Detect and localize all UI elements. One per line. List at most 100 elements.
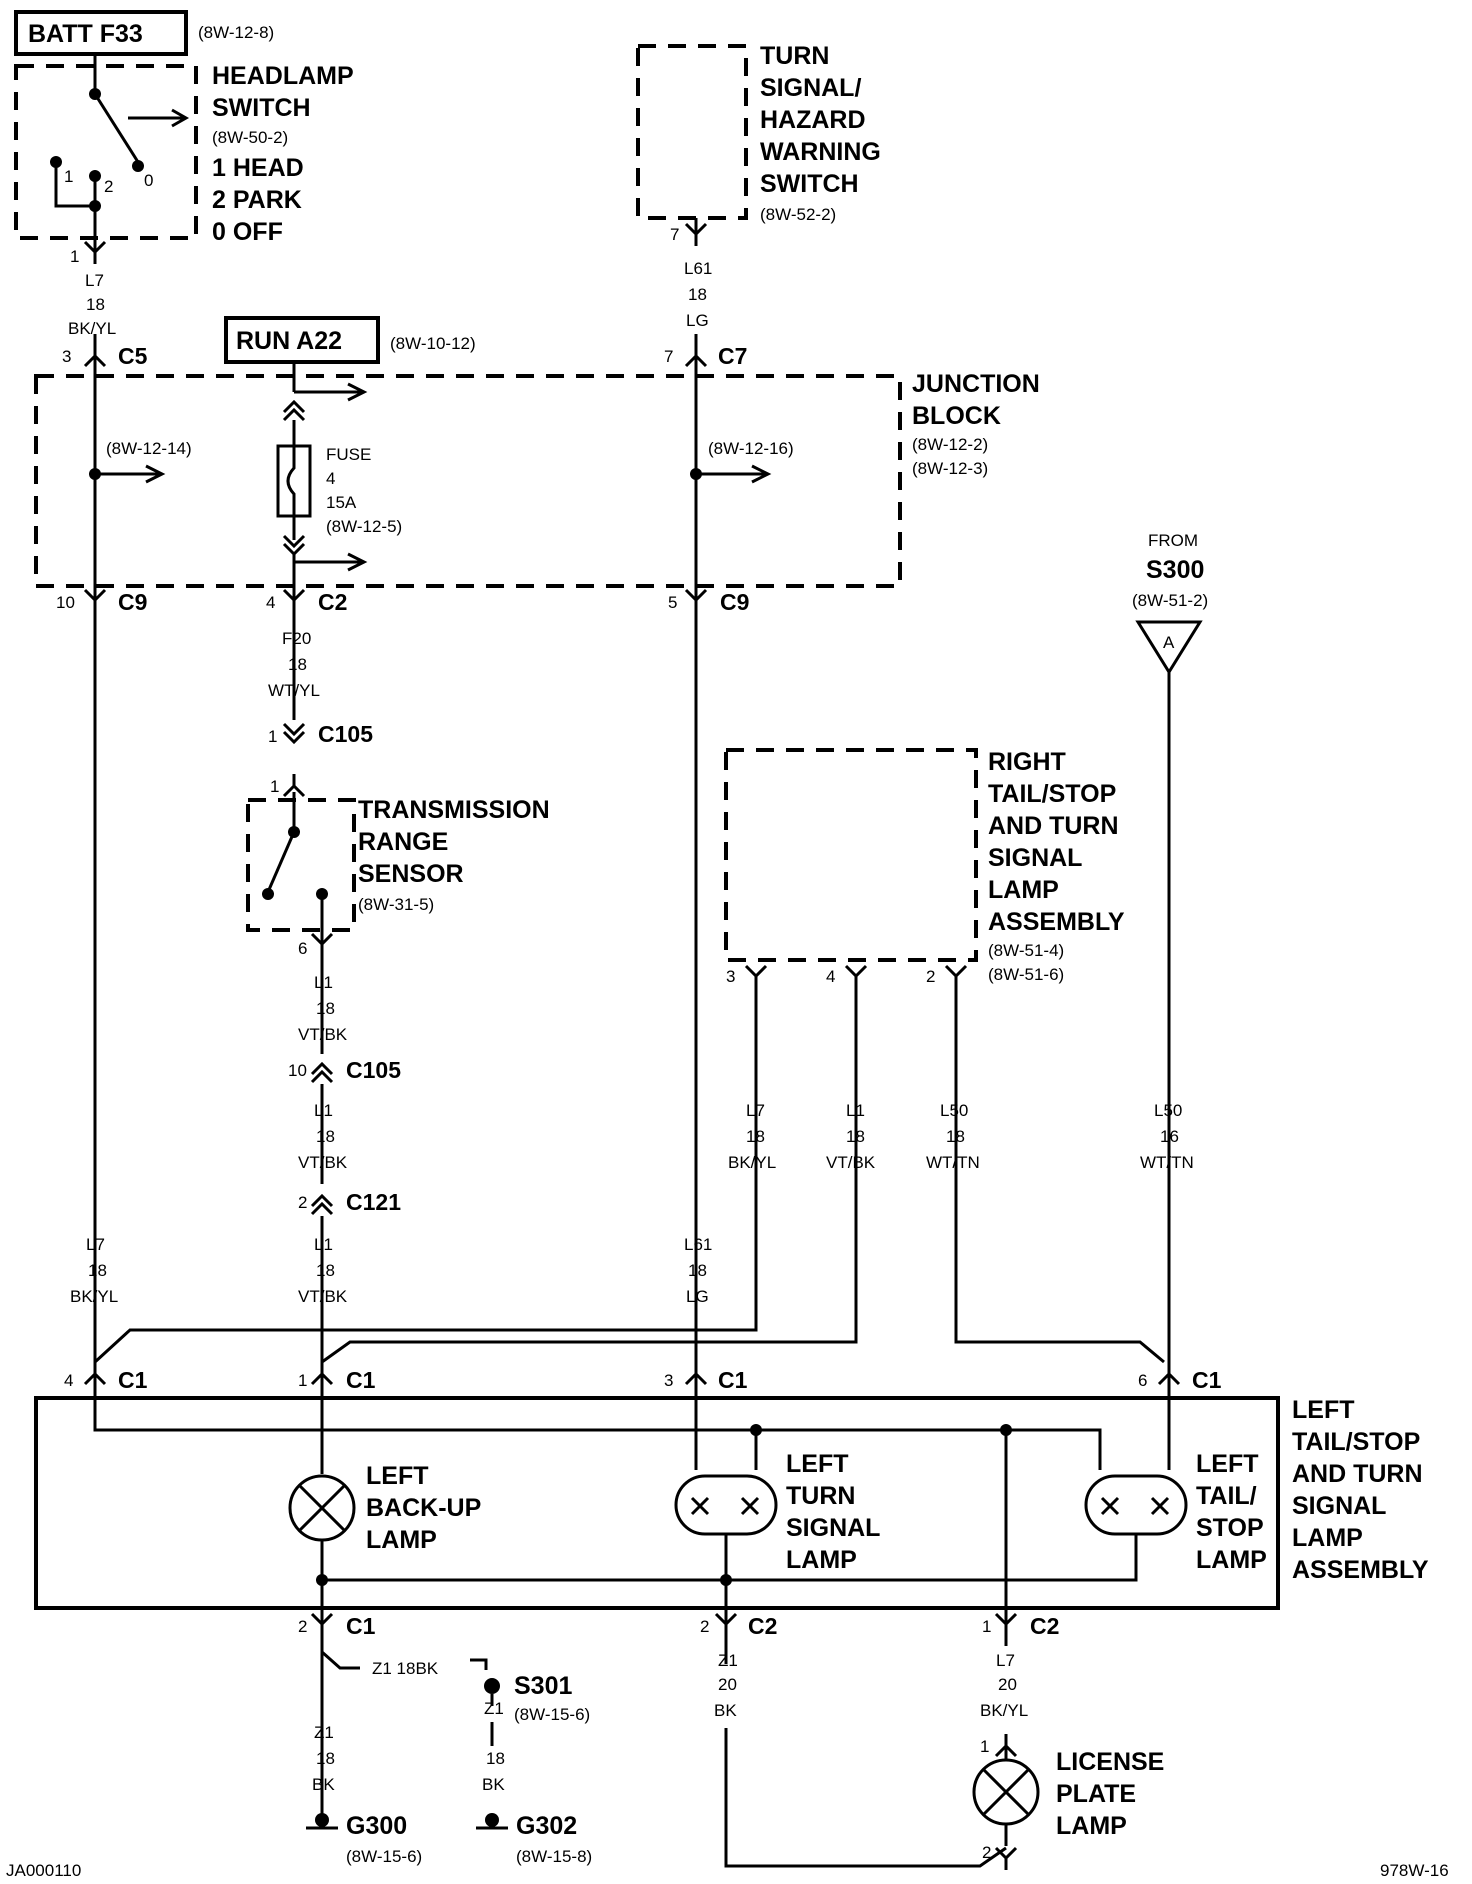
turn-label-2: TURN — [786, 1482, 855, 1510]
wire-l7left-1: L7 — [86, 1235, 105, 1254]
wire-s300-2: 16 — [1160, 1127, 1179, 1146]
footer-right: 978W-16 — [1380, 1861, 1449, 1880]
conn-c105a: C105 — [318, 721, 373, 747]
wire-l7lic-3: BK/YL — [980, 1701, 1028, 1720]
pin-c105b: 10 — [288, 1061, 307, 1080]
bu-label-3: LAMP — [366, 1526, 437, 1554]
ts-label-2: SIGNAL/ — [760, 74, 861, 102]
conn-c105b: C105 — [346, 1057, 401, 1083]
ts-label-4: WARNING — [760, 138, 881, 166]
ra-label-1: RIGHT — [988, 748, 1066, 776]
wire-l1a-1: L1 — [314, 973, 333, 992]
headlamp-switch: 1 2 0 — [14, 54, 198, 252]
ts-label-1: TURN — [760, 42, 829, 70]
s301-ref: (8W-15-6) — [514, 1705, 590, 1724]
run-a22-label: RUN A22 — [236, 327, 342, 355]
wire-z1s301-3: BK — [482, 1775, 505, 1794]
pin-c105a: 1 — [268, 727, 277, 746]
hs-ref: (8W-50-2) — [212, 128, 288, 147]
wire-z1mid-1: Z1 — [718, 1651, 738, 1670]
tail-label-4: LAMP — [1196, 1546, 1267, 1574]
conn-c2jb: C2 — [318, 589, 347, 615]
g300-ref: (8W-15-6) — [346, 1847, 422, 1866]
jb-label-2: BLOCK — [912, 402, 1001, 430]
wire-l1c-3: VT/BK — [298, 1287, 348, 1306]
la-label-1: LEFT — [1292, 1396, 1355, 1424]
wire-ts-3: LG — [686, 311, 709, 330]
ra-ref-1: (8W-51-4) — [988, 941, 1064, 960]
wire-rl7-3: BK/YL — [728, 1153, 776, 1172]
batt-f33-box: BATT F33 — [14, 10, 188, 56]
wire-rl1-2: 18 — [846, 1127, 865, 1146]
g302-name: G302 — [516, 1812, 577, 1840]
hs-pos-off: 0 OFF — [212, 218, 283, 246]
ts-label-5: SWITCH — [760, 170, 859, 198]
wire-l7lic-2: 20 — [998, 1675, 1017, 1694]
wire-rl50-2: 18 — [946, 1127, 965, 1146]
pin-lic-in: 1 — [980, 1737, 989, 1756]
trs-ref: (8W-31-5) — [358, 895, 434, 914]
bu-label-1: LEFT — [366, 1462, 429, 1490]
wire-z1g300-3: BK — [312, 1775, 335, 1794]
g300-name: G300 — [346, 1812, 407, 1840]
run-ref: (8W-10-12) — [390, 334, 476, 353]
tail-label-2: TAIL/ — [1196, 1482, 1257, 1510]
conn-c9b: C9 — [720, 589, 749, 615]
jb-ref-right: (8W-12-16) — [708, 439, 794, 458]
s300-from: FROM — [1148, 531, 1198, 550]
pin-c5: 3 — [62, 347, 71, 366]
fuse-line-1: FUSE — [326, 445, 371, 464]
ra-label-5: LAMP — [988, 876, 1059, 904]
wire-l7left-2: 18 — [88, 1261, 107, 1280]
bu-label-2: BACK-UP — [366, 1494, 481, 1522]
pin-c2bot2: 1 — [982, 1617, 991, 1636]
wire-z1g300-1: Z1 — [314, 1723, 334, 1742]
s300-ref: (8W-51-2) — [1132, 591, 1208, 610]
ra-label-6: ASSEMBLY — [988, 908, 1125, 936]
right-tail-stop-assembly — [724, 748, 978, 962]
pin-c1a: 4 — [64, 1371, 73, 1390]
wire-z1mid-2: 20 — [718, 1675, 737, 1694]
wire-rl50-1: L50 — [940, 1101, 968, 1120]
wire-l1b-3: VT/BK — [298, 1153, 348, 1172]
hs-label-2: SWITCH — [212, 94, 311, 122]
wire-f20-2: 18 — [288, 655, 307, 674]
s300-name: S300 — [1146, 556, 1204, 584]
ra-label-2: TAIL/STOP — [988, 780, 1116, 808]
wire-rl1-3: VT/BK — [826, 1153, 876, 1172]
wire-s300-3: WT/TN — [1140, 1153, 1194, 1172]
junction-block — [34, 342, 902, 600]
la-label-3: AND TURN — [1292, 1460, 1423, 1488]
pin-c2bot1: 2 — [700, 1617, 709, 1636]
fuse-ref: (8W-12-5) — [326, 517, 402, 536]
la-label-5: LAMP — [1292, 1524, 1363, 1552]
hs-label-1: HEADLAMP — [212, 62, 354, 90]
wire-hs-3: BK/YL — [68, 319, 116, 338]
run-a22-box: RUN A22 — [224, 316, 380, 364]
conn-c2bot1: C2 — [748, 1613, 777, 1639]
ts-label-3: HAZARD — [760, 106, 866, 134]
conn-c1b: C1 — [346, 1367, 376, 1393]
wire-z1mid-3: BK — [714, 1701, 737, 1720]
la-label-4: SIGNAL — [1292, 1492, 1386, 1520]
jb-ref-2: (8W-12-3) — [912, 459, 988, 478]
turn-label-4: LAMP — [786, 1546, 857, 1574]
conn-c7: C7 — [718, 343, 747, 369]
g302-ground-icon — [476, 1813, 508, 1830]
wire-rl7-2: 18 — [746, 1127, 765, 1146]
s301-name: S301 — [514, 1672, 572, 1700]
conn-c121: C121 — [346, 1189, 401, 1215]
conn-c5: C5 — [118, 343, 148, 369]
wire-rl1-1: L1 — [846, 1101, 865, 1120]
wire-l7left-3: BK/YL — [70, 1287, 118, 1306]
turn-signal-switch — [636, 44, 748, 234]
wire-f20-1: F20 — [282, 629, 311, 648]
fuse-line-3: 15A — [326, 493, 357, 512]
wire-rl7-1: L7 — [746, 1101, 765, 1120]
hs-contact-1: 1 — [64, 167, 73, 186]
pin-lic-out: 2 — [982, 1843, 991, 1862]
hs-contact-0: 0 — [144, 171, 153, 190]
conn-c1bot: C1 — [346, 1613, 376, 1639]
wire-l61-1: L61 — [684, 1235, 712, 1254]
ra-label-4: SIGNAL — [988, 844, 1082, 872]
